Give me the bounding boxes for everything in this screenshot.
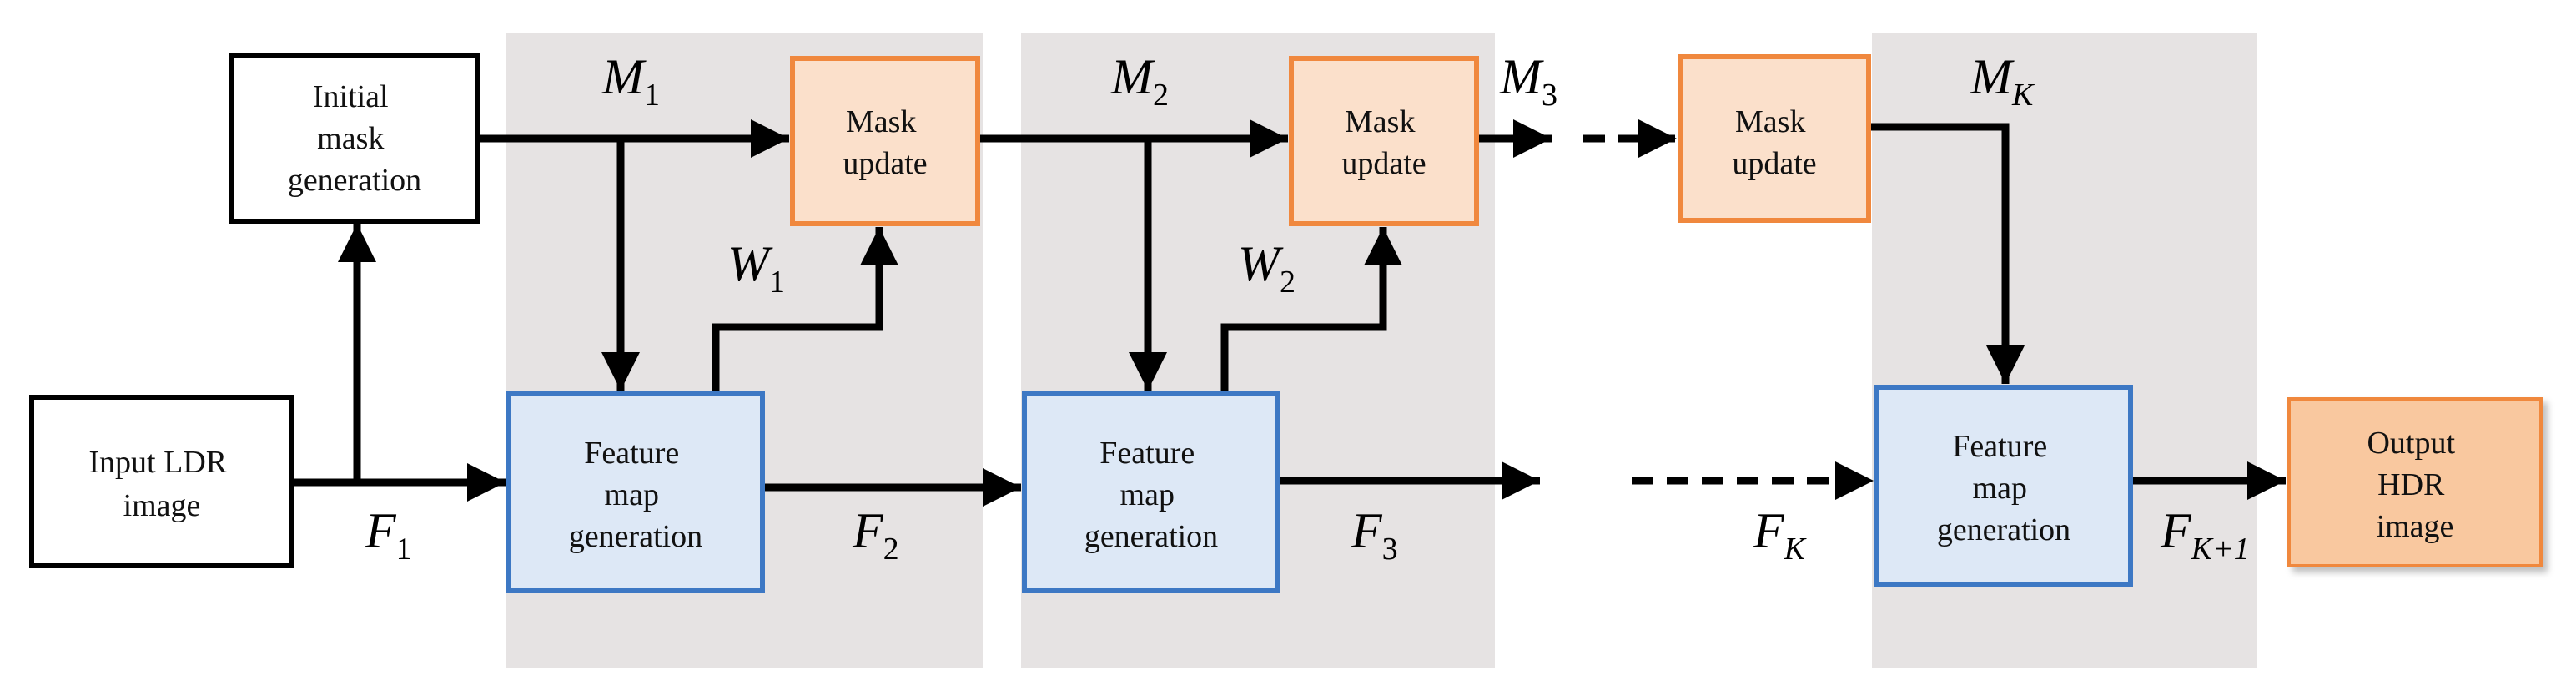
svg-text:Mask update: Mask update (843, 104, 927, 181)
svg-text:Mask update: Mask update (1341, 104, 1426, 181)
initial-mask-line-3: generation (288, 163, 421, 198)
label-m3: M3 (1499, 49, 1557, 113)
edge-w2-to-mask-update2 (1220, 227, 1402, 394)
input-box: Input LDR image (29, 395, 294, 568)
mask-update-box-2: Mask update (1289, 56, 1479, 226)
feature-2-line-1: Feature (1099, 436, 1195, 471)
mask-update-1-line-1: Mask (846, 104, 916, 139)
mask-update-k-line-1: Mask (1735, 104, 1805, 139)
mask-update-box-k: Mask update (1678, 54, 1871, 223)
feature-1-line-3: generation (569, 519, 702, 554)
output-box-line-2: HDR (2377, 467, 2445, 502)
label-m2: M2 (1110, 49, 1169, 113)
mask-update-2-line-2: update (1341, 146, 1426, 181)
mask-update-k-line-2: update (1732, 146, 1816, 181)
feature-box-1: Feature map generation (506, 391, 765, 593)
label-mk: MK (1970, 49, 2035, 113)
label-f3: F3 (1351, 503, 1398, 567)
initial-mask-line-1: Initial (313, 79, 389, 114)
label-fk1: FK+1 (2160, 503, 2250, 567)
mask-update-2-line-1: Mask (1345, 104, 1415, 139)
feature-k-line-1: Feature (1952, 429, 2047, 464)
feature-1-line-2: map (605, 477, 659, 512)
feature-box-k: Feature map generation (1874, 385, 2133, 587)
input-box-line-2: image (123, 488, 201, 523)
svg-text:Output HDR image: Output HDR image (2367, 426, 2463, 544)
svg-text:Feature map genera: Feature map generation (1084, 436, 1218, 554)
feature-2-line-3: generation (1084, 519, 1218, 554)
label-w2: W2 (1238, 236, 1296, 300)
feature-box-2: Feature map generation (1022, 391, 1280, 593)
initial-mask-line-2: mask (317, 121, 384, 156)
feature-k-line-2: map (1973, 471, 2027, 506)
svg-text:Input LDR image: Input LDR image (88, 445, 234, 523)
initial-mask-box: Initial mask generation (229, 53, 480, 224)
connectors (292, 119, 2286, 507)
label-f2: F2 (852, 503, 899, 567)
svg-text:Feature map genera: Feature map generation (569, 436, 702, 554)
mask-update-1-line-2: update (843, 146, 927, 181)
label-f1: F1 (365, 503, 412, 567)
feature-k-line-3: generation (1937, 512, 2070, 547)
label-fk: FK (1753, 503, 1807, 567)
output-box-line-1: Output (2367, 426, 2455, 461)
edge-w1-to-mask-update1 (712, 227, 898, 394)
svg-text:Initial mask gener: Initial mask generation (288, 79, 421, 198)
edge-mask-k-down-to-feature-k (1869, 123, 2025, 384)
mask-update-box-1: Mask update (790, 56, 980, 226)
label-m1: M1 (601, 49, 660, 113)
svg-text:Feature map genera: Feature map generation (1937, 429, 2070, 547)
feature-2-line-2: map (1120, 477, 1175, 512)
feature-1-line-1: Feature (584, 436, 679, 471)
output-box-line-3: image (2377, 509, 2454, 544)
label-w1: W1 (727, 236, 785, 300)
svg-text:Mask update: Mask update (1732, 104, 1816, 181)
output-box: Output HDR image (2287, 397, 2543, 567)
input-box-line-1: Input LDR (88, 445, 227, 480)
